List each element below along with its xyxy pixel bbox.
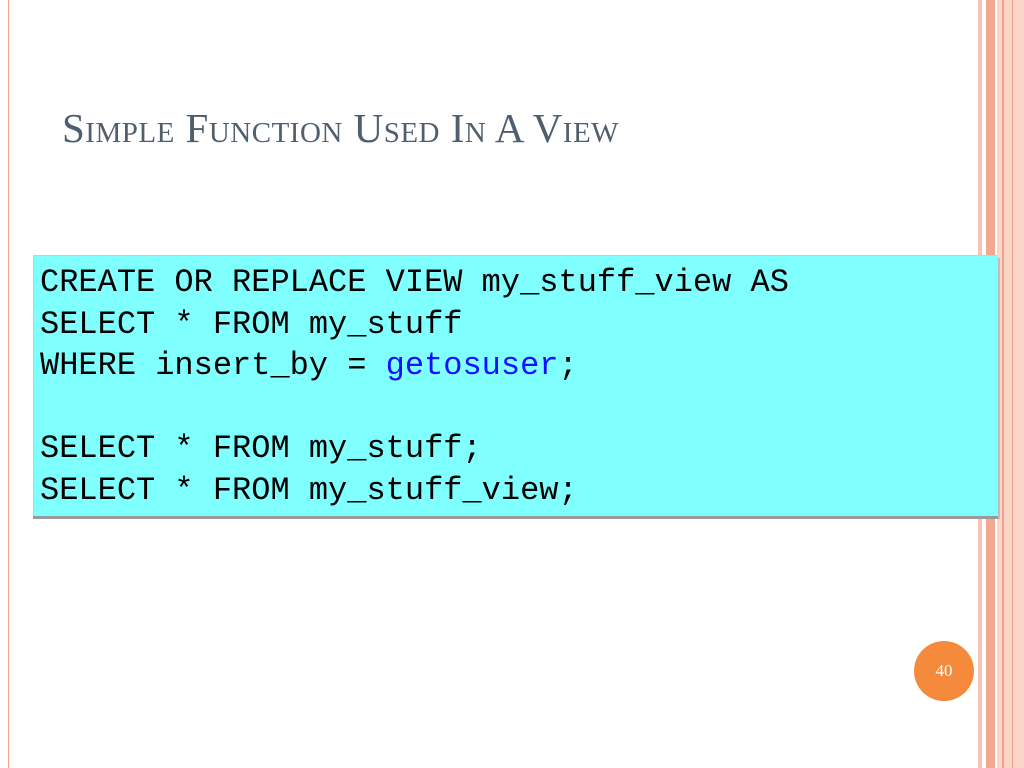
code-where-clause: WHERE insert_by = (40, 347, 386, 384)
code-block: CREATE OR REPLACE VIEW my_stuff_view AS S… (40, 262, 789, 511)
right-border-stripe (1012, 0, 1013, 768)
code-function-name: getosuser (385, 347, 559, 384)
page-number-badge: 40 (914, 641, 974, 701)
code-line-where: WHERE insert_by = getosuser; (40, 345, 789, 387)
code-line-select-view: SELECT * FROM my_stuff_view; (40, 471, 578, 509)
code-line-select-table: SELECT * FROM my_stuff; (40, 430, 482, 467)
code-snippet-panel: CREATE OR REPLACE VIEW my_stuff_view AS S… (33, 255, 998, 516)
code-line-select: SELECT * FROM my_stuff (40, 305, 463, 343)
code-semicolon: ; (558, 347, 578, 384)
page-number: 40 (935, 661, 953, 680)
code-line-create-view: CREATE OR REPLACE VIEW my_stuff_view AS (40, 264, 789, 301)
left-border-line (8, 0, 9, 768)
code-line-blank (40, 387, 789, 429)
right-border-stripe (997, 0, 1024, 768)
right-border-stripe (1002, 0, 1004, 768)
slide-title: Simple Function Used In A View (62, 105, 620, 151)
